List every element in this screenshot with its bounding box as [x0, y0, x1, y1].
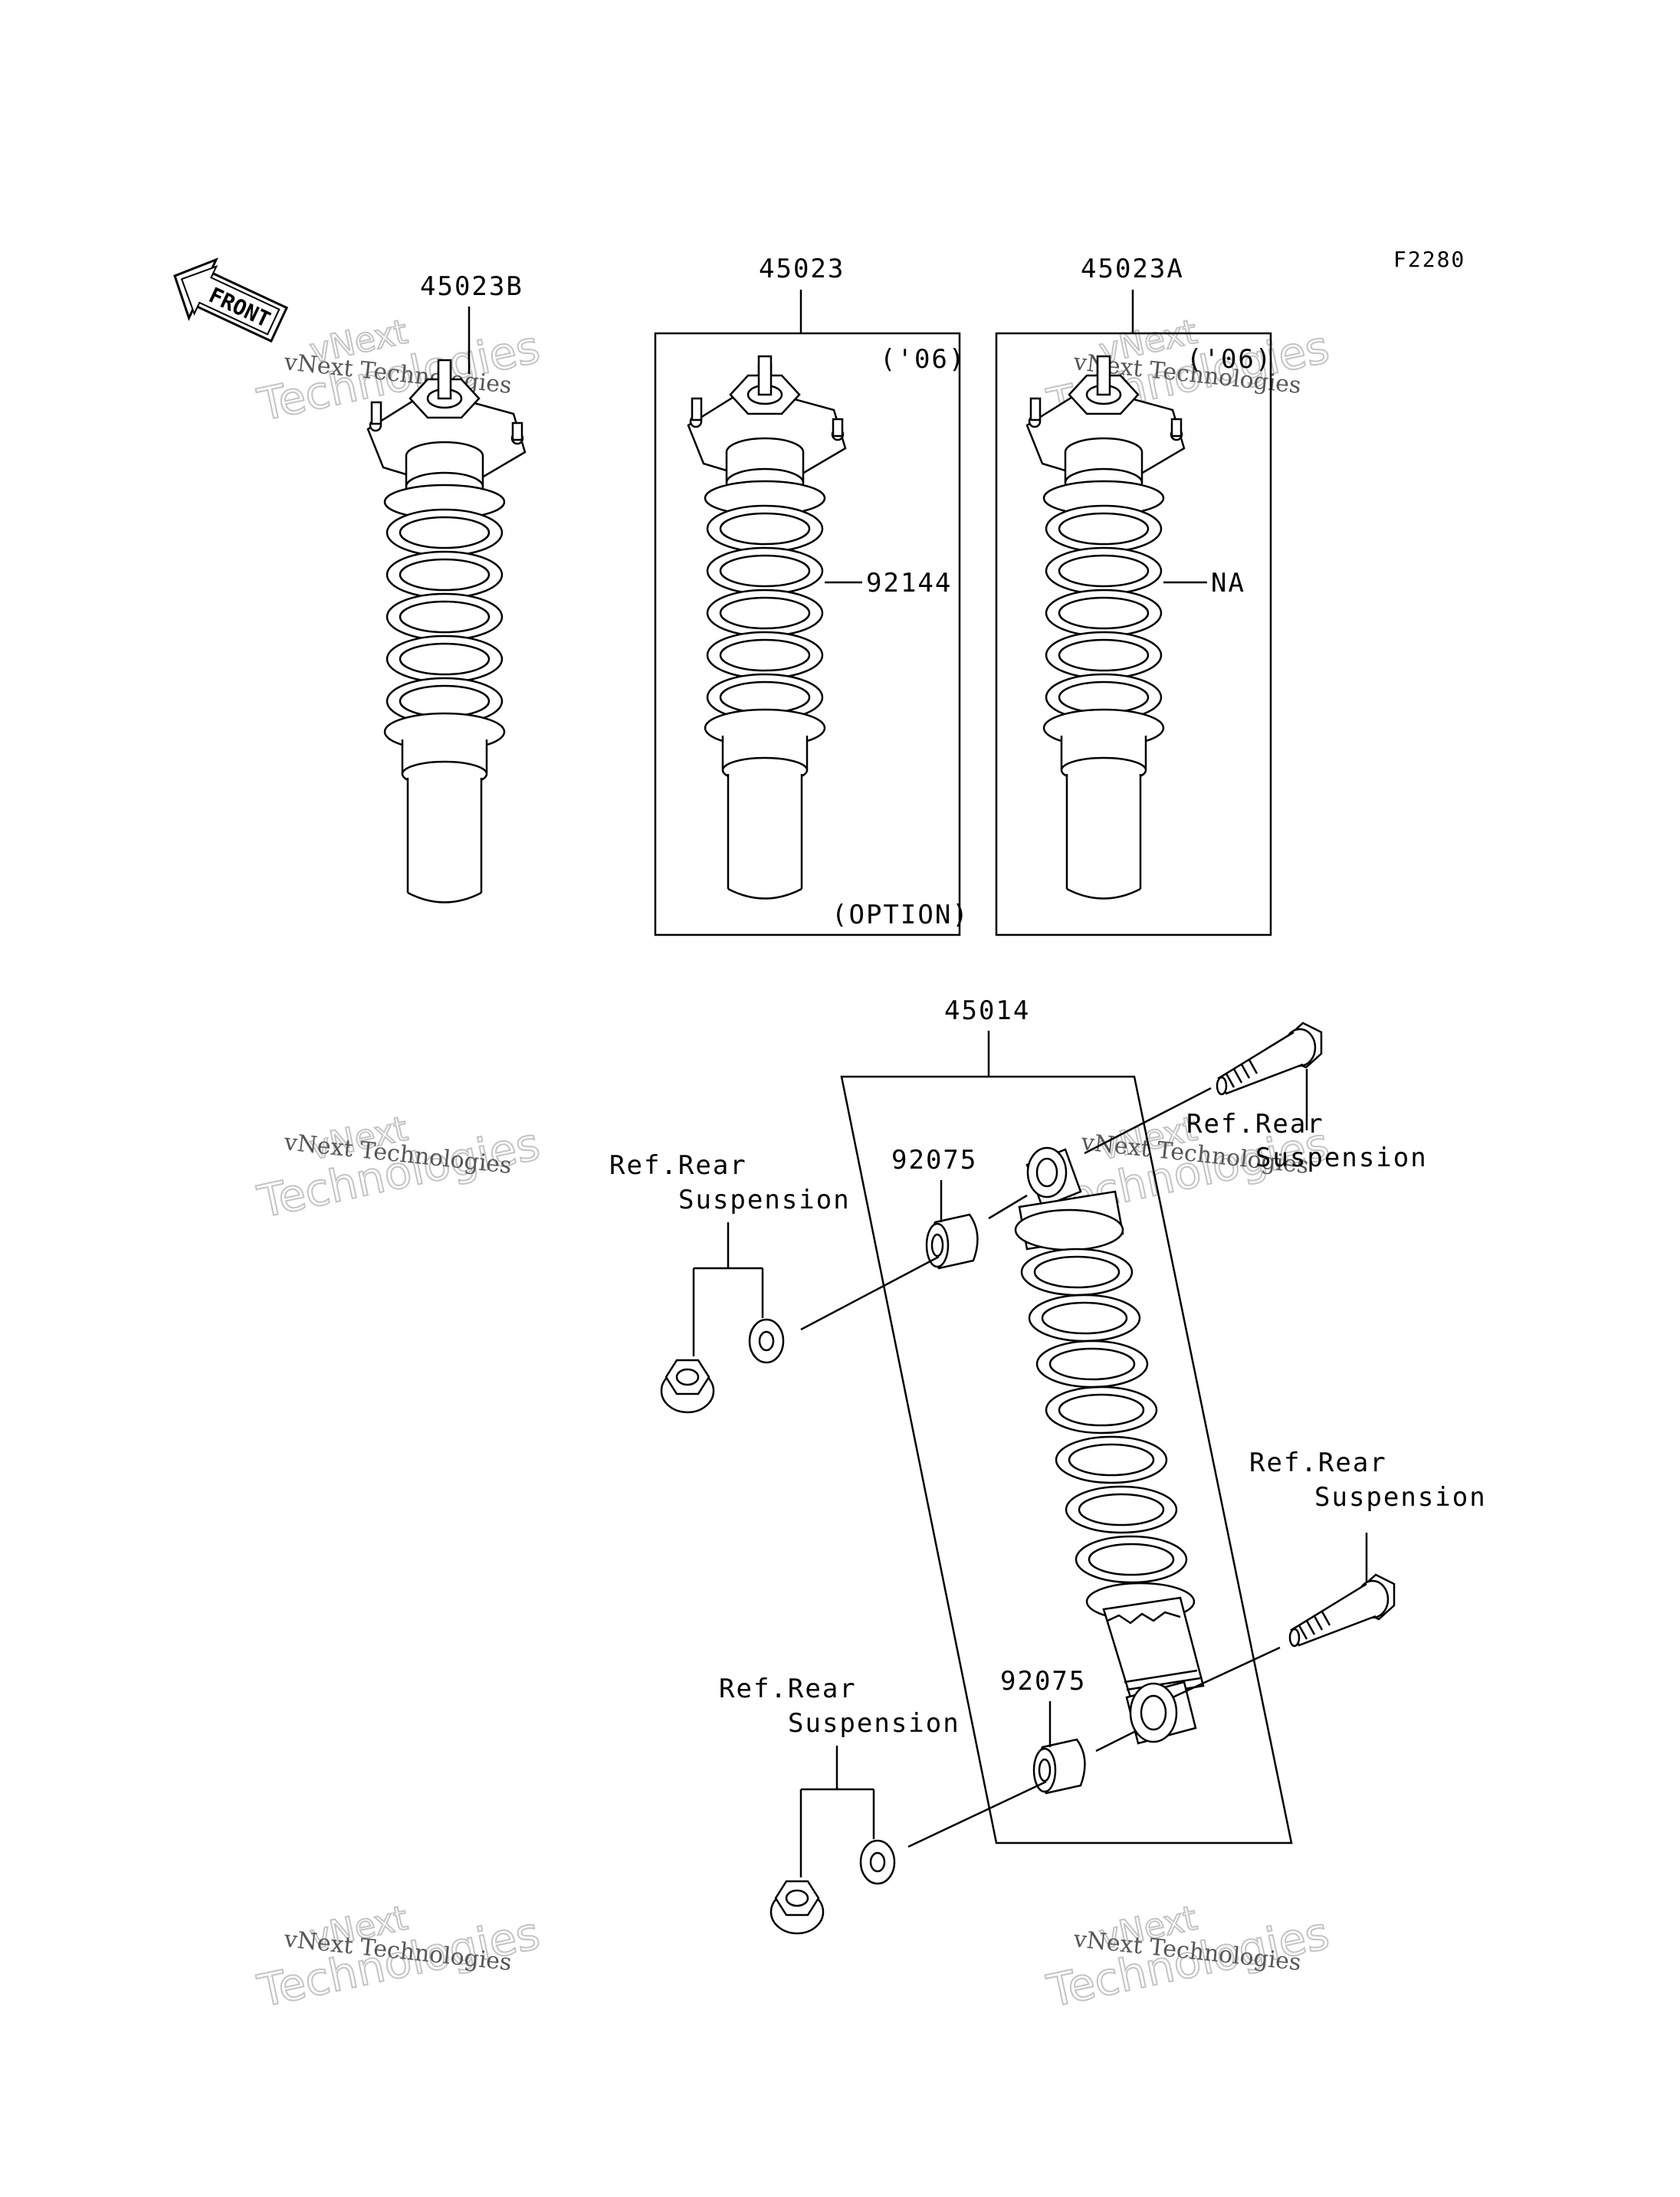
svg-text:Ref.Rear: Ref.Rear: [1249, 1448, 1387, 1478]
rear-shock-body: [1014, 1146, 1205, 1745]
ref-mid-right: Ref.Rear Suspension: [1249, 1448, 1487, 1513]
part-number-45023A: 45023A: [1081, 254, 1184, 284]
bolt-top-right: [1216, 1021, 1323, 1130]
shock-45023B[interactable]: 45023B: [366, 271, 527, 903]
option-note: (OPTION): [832, 900, 970, 930]
svg-text:Ref.Rear: Ref.Rear: [1186, 1109, 1324, 1139]
part-number-45014: 45014: [944, 995, 1030, 1026]
svg-text:Suspension: Suspension: [678, 1185, 851, 1215]
svg-text:Suspension: Suspension: [788, 1708, 960, 1739]
ref-bottom-left: Ref.Rear Suspension: [719, 1674, 960, 1877]
svg-text:Suspension: Suspension: [1255, 1143, 1428, 1173]
part-number-45023B: 45023B: [420, 271, 523, 302]
flange-nut-top: [660, 1359, 715, 1414]
bolt-mid-right: [1288, 1533, 1396, 1648]
shock-45023[interactable]: 45023 ('06) (OPTION) 92144: [654, 254, 970, 936]
flange-nut-bottom: [769, 1880, 825, 1935]
shock-45023A[interactable]: 45023A ('06) NA: [995, 254, 1272, 936]
washer-bottom: [859, 1839, 896, 1885]
part-number-NA: NA: [1211, 568, 1245, 598]
ref-top-right: Ref.Rear Suspension: [1186, 1109, 1428, 1173]
washer-top: [748, 1318, 785, 1364]
part-number-92075-bottom: 92075: [1000, 1666, 1086, 1697]
front-arrow-icon: FRONT: [173, 257, 289, 343]
rear-shock-45014[interactable]: 45014: [800, 995, 1293, 1848]
ref-top-left: Ref.Rear Suspension: [609, 1150, 851, 1356]
svg-text:Suspension: Suspension: [1314, 1482, 1487, 1513]
year-note: ('06): [1186, 344, 1272, 375]
figure-code: F2280: [1393, 247, 1465, 272]
part-number-92075-top: 92075: [891, 1145, 977, 1176]
part-number-92144: 92144: [866, 568, 952, 598]
part-number-45023: 45023: [759, 254, 845, 284]
year-note: ('06): [880, 344, 966, 375]
svg-text:Ref.Rear: Ref.Rear: [609, 1150, 747, 1181]
svg-text:Ref.Rear: Ref.Rear: [719, 1674, 857, 1704]
